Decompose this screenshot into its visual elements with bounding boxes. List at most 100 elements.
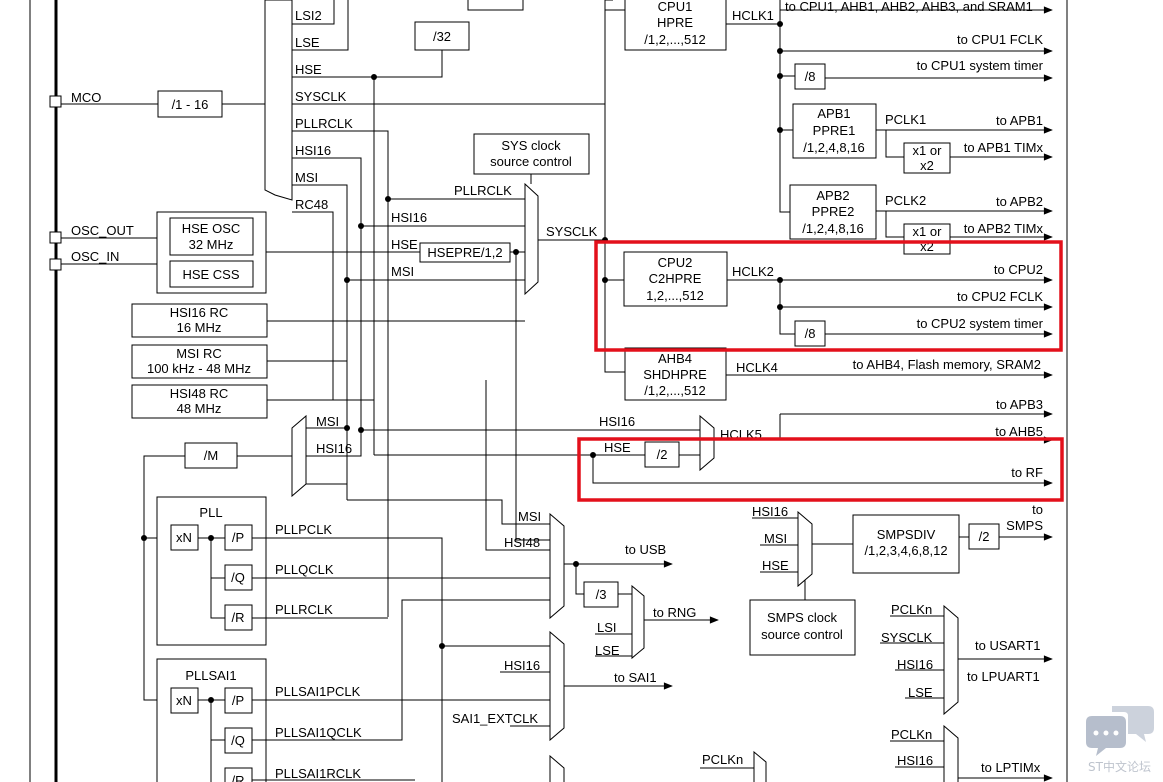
hclk5-input-hse: HSE: [604, 440, 631, 455]
apb2-div-label: /1,2,4,8,16: [802, 221, 863, 236]
rng-mux: [631, 584, 645, 660]
pllsai1-xn-label: xN: [176, 693, 192, 708]
hclk5-mux: [699, 414, 715, 472]
watermark-text: ST中文论坛: [1088, 759, 1151, 774]
apb1-ppre1-label: PPRE1: [813, 123, 856, 138]
rng-div3: [583, 581, 619, 608]
usart-input-sysclk: SYSCLK: [881, 630, 933, 645]
cpu1-out-ahb: to CPU1, AHB1, AHB2, AHB3, and SRAM1: [785, 0, 1033, 14]
pllsai1-xn: [170, 687, 199, 714]
usart-mux: [943, 604, 959, 716]
cpu2-c2hpre-label: C2HPRE: [649, 271, 702, 286]
pclk1-label: PCLK1: [885, 112, 926, 127]
mco-input-lsi2: LSI2: [295, 8, 322, 23]
hsi16-rc-label: HSI16 RC: [170, 305, 229, 320]
pll-r-label: /R: [232, 610, 245, 625]
hsepre-label: HSEPRE/1,2: [427, 245, 502, 260]
lptim-out: to LPTIMx: [981, 760, 1041, 775]
apb2-tim-out: to APB2 TIMx: [964, 221, 1044, 236]
sai1-input-hsi16: HSI16: [504, 658, 540, 673]
pllsai1-r-label: /R: [232, 773, 245, 782]
pllsai1qclk-label: PLLSAI1QCLK: [275, 725, 362, 740]
hclk5-hse-div-label: /2: [657, 447, 668, 462]
pll-m-div-label: /M: [204, 448, 218, 463]
cpu1-hpre-label: HPRE: [657, 15, 693, 30]
rng-input-lsi: LSI: [597, 620, 617, 635]
sys-input-msi: MSI: [391, 264, 414, 279]
cpu2-div-label: 1,2,...,512: [646, 288, 704, 303]
usart-input-lse: LSE: [908, 685, 933, 700]
sys-input-hsi16: HSI16: [391, 210, 427, 225]
pllrclk-label: PLLRCLK: [275, 602, 333, 617]
rf-highlight-box: [577, 437, 1064, 502]
usart1-out: to USART1: [975, 638, 1041, 653]
pllsai1rclk-label: PLLSAI1RCLK: [275, 766, 361, 781]
hclk1-label: HCLK1: [732, 8, 774, 23]
sys-input-pllrclk: PLLRCLK: [454, 183, 512, 198]
rng-out: to RNG: [653, 605, 696, 620]
mco-input-lse: LSE: [295, 35, 320, 50]
smps-control-label-2: source control: [761, 627, 843, 642]
mco-mux-inputs: LSI2 LSE HSE SYSCLK PLLRCLK HSI16 MSI RC…: [295, 8, 353, 212]
div32-block: [414, 21, 470, 51]
smps-input-hse: HSE: [762, 558, 789, 573]
pll-source-mux: [291, 414, 307, 498]
smps-control-label-1: SMPS clock: [767, 610, 838, 625]
pllpclk-label: PLLPCLK: [275, 522, 332, 537]
cpu2-out-fclk: to CPU2 FCLK: [957, 289, 1043, 304]
mco-input-hsi16: HSI16: [295, 143, 331, 158]
mco-input-hse: HSE: [295, 62, 322, 77]
hclk5-out-rf: to RF: [1011, 465, 1043, 480]
hse-osc-freq: 32 MHz: [189, 237, 234, 252]
pll-mux-input-msi: MSI: [316, 414, 339, 429]
lpuart1-out: to LPUART1: [967, 669, 1040, 684]
sysclk-label: SYSCLK: [546, 224, 598, 239]
pllsai1-p-label: /P: [232, 693, 244, 708]
sai1-mux: [549, 630, 565, 742]
cpu2-timer-div-label: /8: [805, 326, 816, 341]
forum-watermark: ST中文论坛: [1086, 706, 1154, 774]
usart-input-hsi16: HSI16: [897, 657, 933, 672]
sai1-input-extclk: SAI1_EXTCLK: [452, 711, 538, 726]
usart-input-pclkn: PCLKn: [891, 602, 932, 617]
lptim-input-pclkn: PCLKn: [891, 727, 932, 742]
div32-label: /32: [433, 29, 451, 44]
osc-out-pin: [49, 231, 62, 244]
sys-control-label-2: source control: [490, 154, 572, 169]
apb2-out: to APB2: [996, 194, 1043, 209]
apb1-mult-1: x1 or: [913, 143, 943, 158]
smps-input-msi: MSI: [764, 531, 787, 546]
msi-rc-block: [131, 344, 268, 379]
hsi16-rc-block: [131, 303, 268, 338]
chat-bubble-icon: [1086, 716, 1126, 756]
ahb4-shdhpre-label: SHDHPRE: [643, 367, 707, 382]
pllsai1-p-div: [224, 687, 253, 714]
pll-q-div: [224, 564, 253, 591]
ahb4-out: to AHB4, Flash memory, SRAM2: [853, 357, 1041, 372]
usb-input-hsi48: HSI48: [504, 535, 540, 550]
cpu1-hpre-block: [624, 0, 727, 51]
smps-out-2: SMPS: [1006, 518, 1043, 533]
hsi48-rc-label: HSI48 RC: [170, 386, 229, 401]
osc-out-label: OSC_OUT: [71, 223, 134, 238]
cpu2-c2hpre-block: [623, 251, 728, 307]
pllsai1-q-div: [224, 727, 253, 754]
lptim-input-hsi16: HSI16: [897, 753, 933, 768]
sai1-out: to SAI1: [614, 670, 657, 685]
sys-clock-mux: [524, 182, 539, 296]
pll-xn: [170, 524, 199, 551]
mco-input-pllrclk: PLLRCLK: [295, 116, 353, 131]
ahb4-label: AHB4: [658, 351, 692, 366]
partial-pclkn-label: PCLKn: [702, 752, 743, 767]
msi-rc-freq: 100 kHz - 48 MHz: [147, 361, 251, 376]
hclk2-label: HCLK2: [732, 264, 774, 279]
pllsai1-title: PLLSAI1: [185, 668, 236, 683]
pllqclk-label: PLLQCLK: [275, 562, 334, 577]
usb-mux: [549, 512, 565, 620]
smpsdiv-label: SMPSDIV: [877, 527, 936, 542]
apb2-mult-1: x1 or: [913, 224, 943, 239]
pll-p-label: /P: [232, 530, 244, 545]
cpu1-out-fclk: to CPU1 FCLK: [957, 32, 1043, 47]
pllsai1pclk-label: PLLSAI1PCLK: [275, 684, 361, 699]
